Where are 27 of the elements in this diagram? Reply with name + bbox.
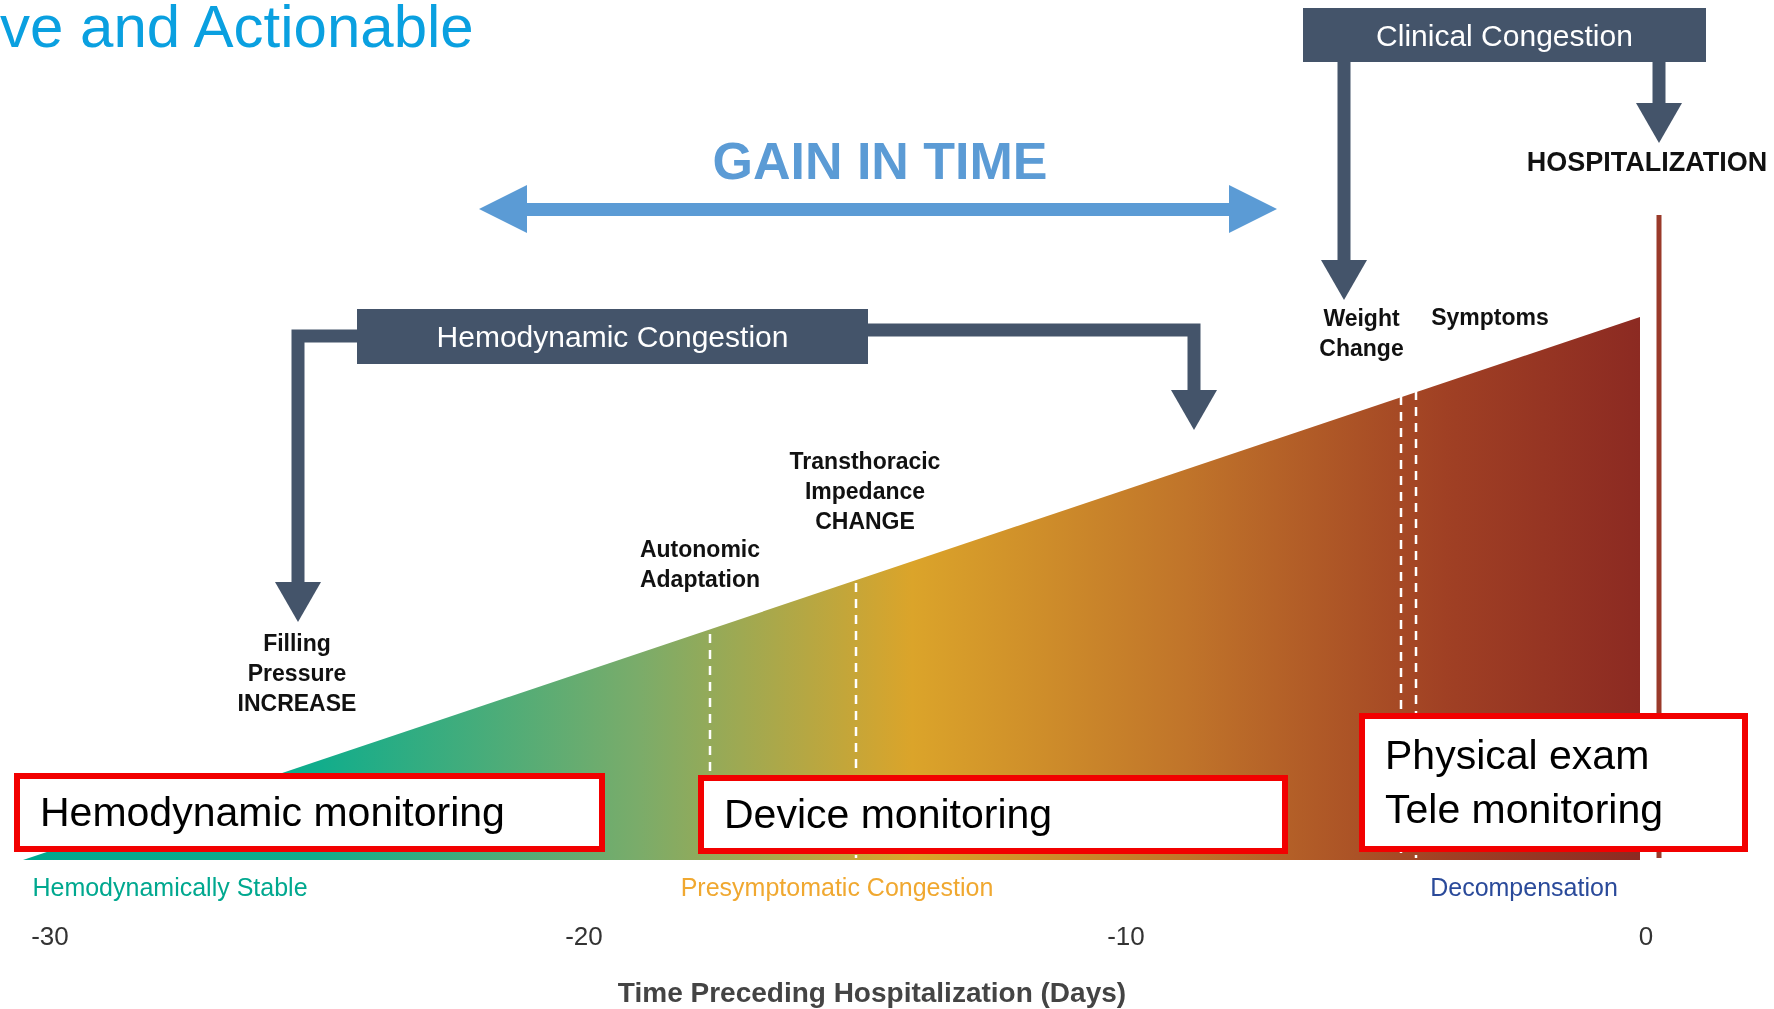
title: ve and Actionable [0,0,474,61]
monitoring-box: Hemodynamic monitoring [14,773,605,852]
arrow [1636,62,1682,143]
annotation-text: Filling Pressure INCREASE [236,624,358,724]
annotation-text: Weight Change [1315,302,1408,366]
phase-label: Decompensation [1429,872,1619,903]
arrow [868,323,1217,430]
annotation-text: Symptoms [1430,303,1550,332]
axis-tick-label: -30 [30,920,70,953]
stage-box: Clinical Congestion [1303,8,1706,62]
box-text: Tele monitoring [1385,784,1664,834]
annotation-text: Transthoracic Impedance CHANGE [788,447,942,536]
phase-label: Presymptomatic Congestion [679,872,995,903]
monitoring-box [1359,713,1748,852]
annotation-text: HOSPITALIZATION [1522,145,1772,181]
axis-tick-label: -20 [564,920,604,953]
monitoring-box: Device monitoring [698,775,1288,854]
axis-tick-label: -10 [1106,920,1146,953]
box-text: Physical exam [1385,731,1650,781]
stage-box: Hemodynamic Congestion [357,309,868,364]
axis-title: Time Preceding Hospitalization (Days) [616,976,1128,1009]
annotation-text: Autonomic Adaptation [638,535,762,594]
axis-tick-label: 0 [1637,920,1655,953]
phase-label: Hemodynamically Stable [31,872,309,903]
arrow [1321,62,1367,300]
arrow [275,329,357,622]
span-label: GAIN IN TIME [711,131,1049,192]
